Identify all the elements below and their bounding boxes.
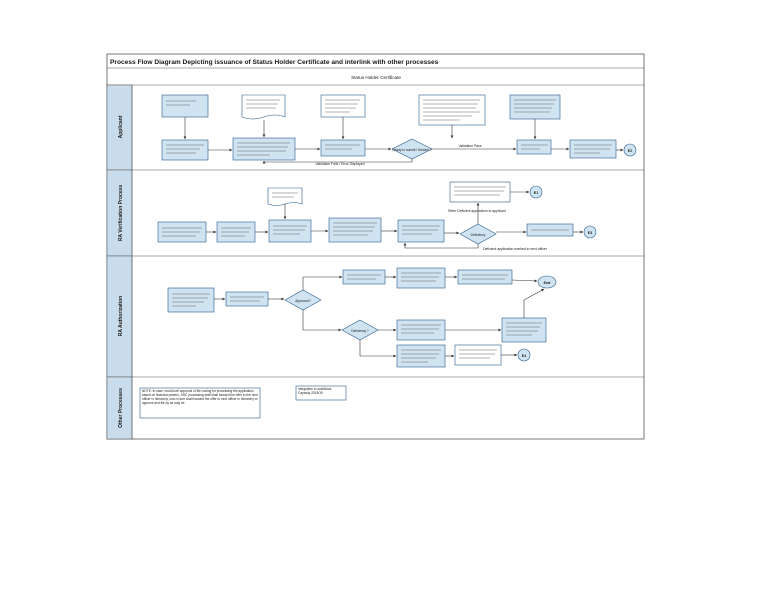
process-step [167, 287, 215, 313]
process-step [328, 217, 382, 243]
flow-label: Validation Fails / Error Displayed [316, 162, 365, 166]
process-step [161, 94, 209, 118]
other-note-text: NOTE: In case, multi-level approval of f… [142, 389, 258, 406]
lane-label-ra-authorization: RA Authorization [118, 296, 124, 336]
decision-label: Ready to submit / Declare ? [392, 148, 432, 152]
process-step [232, 137, 296, 161]
note-box [295, 385, 347, 401]
diagram-title: Process Flow Diagram Depicting issuance … [110, 59, 439, 66]
terminal-e2 [623, 143, 637, 157]
process-step [418, 94, 486, 126]
process-step [320, 139, 366, 157]
process-step [320, 94, 366, 118]
process-step [501, 317, 547, 343]
terminal-label: E3 [588, 231, 592, 235]
process-step [396, 319, 446, 341]
process-step [342, 269, 386, 285]
process-step [397, 219, 445, 243]
decision-label: Deficiency ? [351, 329, 369, 333]
lane-label-applicant: Applicant [118, 115, 124, 138]
ra-authorization-lane-content: Approved? End Deficiency ? E4 [167, 267, 557, 368]
process-step [396, 344, 446, 368]
terminal-label: E1 [534, 191, 538, 195]
terminal-e3 [583, 225, 597, 239]
process-step [161, 139, 209, 161]
pool-header: Status Holder Certificate [351, 75, 401, 80]
terminal-e4 [517, 348, 531, 362]
process-step [454, 344, 502, 366]
decision-label: Approved? [295, 299, 311, 303]
flow-label: Deficient application marked to next off… [483, 247, 548, 251]
process-step [268, 219, 312, 243]
decision-label: Deficiency [471, 233, 486, 237]
process-step [225, 291, 269, 307]
lane-label-ra-verification: RA Verification Process [118, 185, 124, 241]
flow-label: Refer Deficient application to applicant [448, 209, 506, 213]
terminal-e1 [529, 185, 543, 199]
terminal-label: E2 [628, 149, 632, 153]
applicant-lane-content: Ready to submit / Declare ? E2 Validatio… [161, 94, 637, 166]
process-step [457, 269, 513, 285]
process-step [449, 181, 511, 203]
terminal-label: E4 [522, 354, 526, 358]
terminal-end [537, 275, 557, 289]
process-step [396, 267, 446, 289]
lane-label-other-processes: Other Processes [118, 388, 124, 428]
lanes: Applicant RA Verification Process RA Aut… [106, 84, 644, 440]
process-step [509, 94, 561, 120]
integration-note-text: Integration in workflows Capacity 2018/1… [298, 387, 332, 396]
document-shape [241, 94, 286, 120]
terminal-label: End [544, 281, 551, 285]
flow-label: Validation Pass [458, 144, 481, 148]
ra-verification-lane-content: Deficiency E1 E3 Refer Deficient applica… [157, 181, 597, 251]
process-step [516, 139, 552, 155]
other-processes-lane-content: NOTE: In case, multi-level approval of f… [139, 385, 347, 419]
note-box [139, 387, 261, 419]
